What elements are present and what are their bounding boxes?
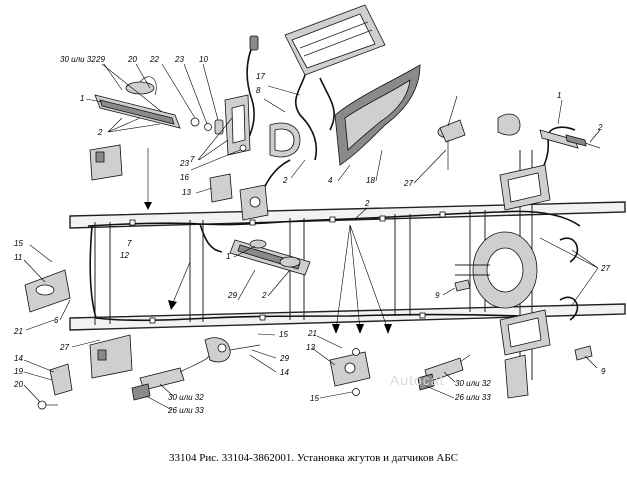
- rear-sensor-top: [437, 113, 601, 170]
- watermark: Autocat: [390, 372, 445, 388]
- callout-20-top: 20: [127, 55, 137, 64]
- front-sensor-assembly: [94, 76, 224, 135]
- callout-13-mid: 13: [182, 188, 191, 197]
- abs-harness-diagram: 30 или 32 29 20 22 23 10 1 2 7 23 16 13 …: [13, 4, 626, 415]
- callout-1-right: 1: [557, 91, 561, 100]
- mid-brackets: [209, 173, 593, 396]
- left-brackets: [24, 144, 133, 410]
- callout-26-or-33-right: 26 или 33: [454, 393, 491, 402]
- callout-2-right: 2: [597, 123, 603, 132]
- callout-29-top: 29: [95, 55, 105, 64]
- callout-30-or-32-top: 30 или 32: [60, 55, 96, 64]
- callout-9-mid: 9: [435, 291, 440, 300]
- assembly-arrows: [144, 148, 392, 334]
- callout-30-or-32-right: 30 или 32: [455, 379, 491, 388]
- callout-leaders: [23, 63, 601, 411]
- callout-1-top: 1: [80, 94, 84, 103]
- callout-1-center: 1: [226, 252, 230, 261]
- callout-30-or-32-mid: 30 или 32: [168, 393, 204, 402]
- callout-29-mid: 29: [279, 354, 289, 363]
- callout-29-center: 29: [227, 291, 237, 300]
- callout-15-low: 15: [310, 394, 319, 403]
- figure-caption: 33104 Рис. 33104-3862001. Установка жгут…: [169, 452, 458, 464]
- wheel-speed-sensor-right: [417, 354, 471, 391]
- callout-9-right: 9: [601, 367, 606, 376]
- callout-27-right: 27: [600, 264, 610, 273]
- callout-2-center2: 2: [261, 291, 267, 300]
- callout-16: 16: [180, 173, 189, 182]
- callout-15-mid: 15: [279, 330, 288, 339]
- callout-27-top: 27: [403, 179, 413, 188]
- callout-23-mid: 23: [179, 159, 189, 168]
- callout-13-low: 13: [306, 343, 315, 352]
- callout-23-top: 23: [174, 55, 184, 64]
- callout-12: 12: [120, 251, 129, 260]
- callout-21-mid: 21: [307, 329, 317, 338]
- callout-2-center: 2: [364, 199, 370, 208]
- callout-4: 4: [328, 176, 333, 185]
- chassis-frame: [69, 150, 626, 380]
- callout-26-or-33-mid: 26 или 33: [167, 406, 204, 415]
- callout-19: 19: [14, 367, 23, 376]
- callout-22-top: 22: [149, 55, 159, 64]
- callout-2-mid: 2: [282, 176, 288, 185]
- callout-17: 17: [256, 72, 265, 81]
- callout-7-top: 7: [190, 155, 195, 164]
- callout-8: 8: [256, 86, 261, 95]
- callout-14-left: 14: [14, 354, 23, 363]
- callout-2-top: 2: [97, 128, 103, 137]
- rear-axle-sensors: [499, 164, 551, 399]
- callout-18: 18: [366, 176, 375, 185]
- center-sensor-cluster: [229, 239, 311, 276]
- wheel-speed-sensor-center: [131, 337, 261, 401]
- callout-15-left: 15: [14, 239, 23, 248]
- callout-27-left: 27: [59, 343, 69, 352]
- callout-labels: 30 или 32 29 20 22 23 10 1 2 7 23 16 13 …: [13, 55, 610, 415]
- callout-7-left: 7: [127, 239, 132, 248]
- callout-6: 6: [54, 316, 59, 325]
- callout-20-left: 20: [13, 380, 23, 389]
- callout-11: 11: [14, 253, 22, 262]
- callout-21-left: 21: [13, 327, 23, 336]
- abs-control-unit: [224, 4, 421, 166]
- callout-10-top: 10: [199, 55, 208, 64]
- callout-14-mid: 14: [280, 368, 289, 377]
